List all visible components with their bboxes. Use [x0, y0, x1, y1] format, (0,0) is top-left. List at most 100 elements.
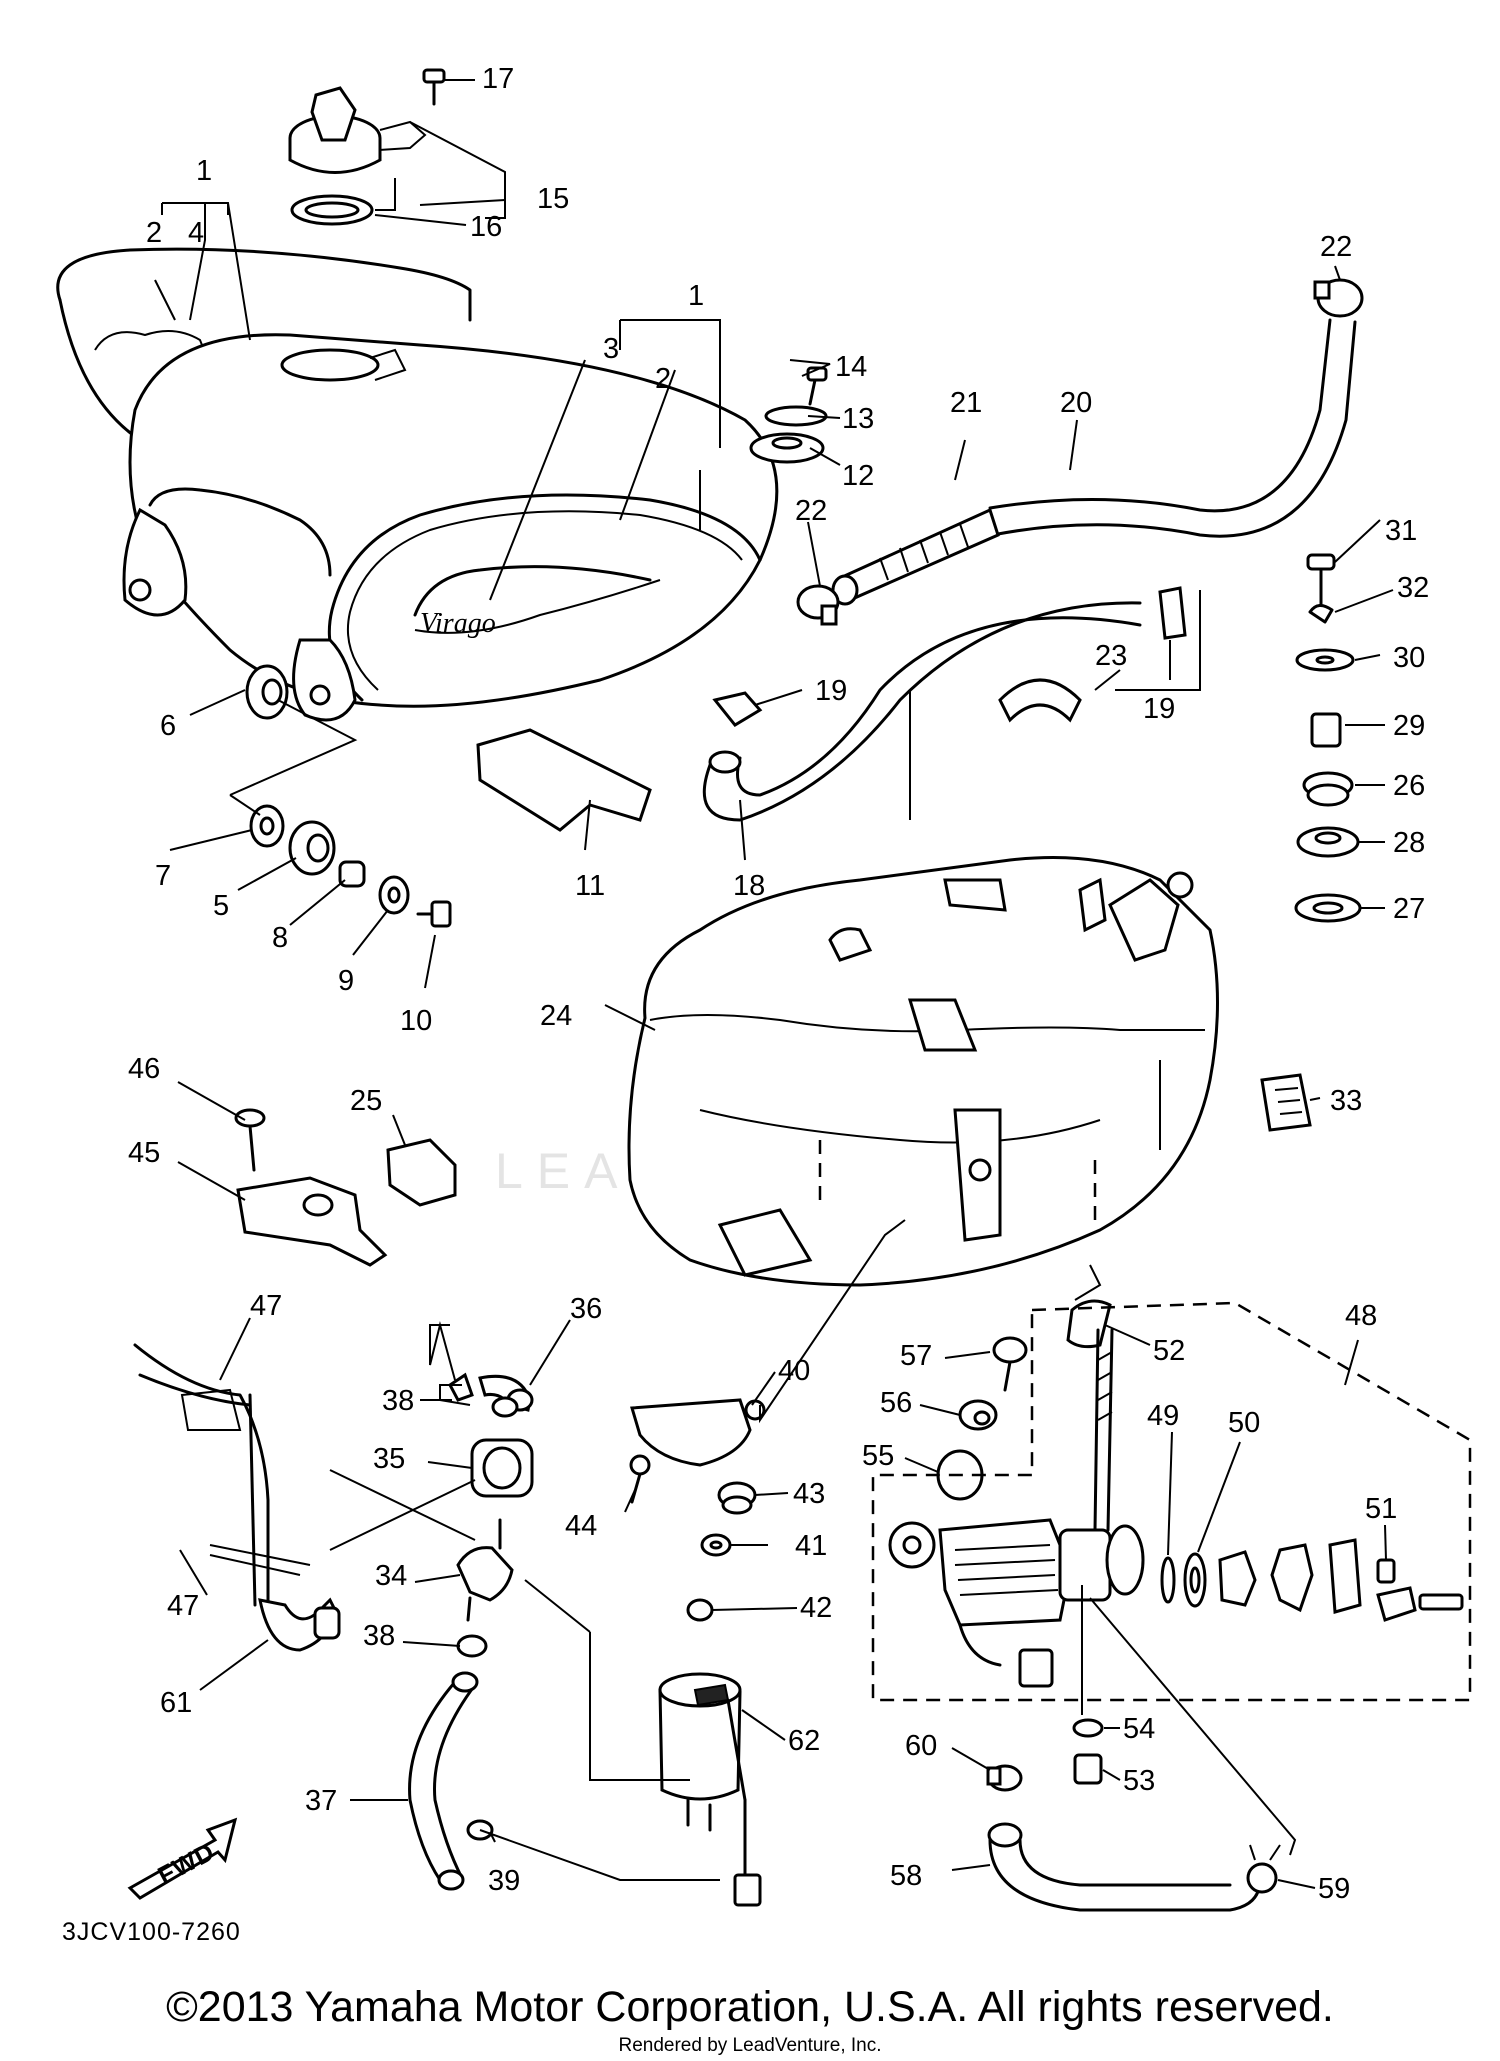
callout-9: 9 [338, 965, 354, 997]
bolt-42[interactable] [686, 1598, 714, 1622]
bracket-45[interactable] [236, 1176, 388, 1267]
grommet-12[interactable] [749, 432, 825, 464]
callout-38: 38 [363, 1620, 395, 1652]
clip-19[interactable] [712, 691, 763, 727]
washer-27[interactable] [1294, 893, 1362, 923]
callout-22: 22 [1320, 231, 1352, 263]
clamp-22-top[interactable] [1313, 278, 1364, 318]
damper-5[interactable] [288, 820, 336, 876]
fuel-filter-34[interactable] [456, 1518, 514, 1622]
fuel-hose-37[interactable] [408, 1671, 479, 1891]
washer-30[interactable] [1295, 648, 1355, 672]
callout-18: 18 [733, 870, 765, 902]
cap-gasket[interactable] [290, 194, 374, 226]
bolt-10[interactable] [416, 900, 452, 928]
callout-4: 4 [188, 217, 204, 249]
clamp-38b[interactable] [491, 1396, 519, 1418]
bracket-11[interactable] [476, 728, 652, 832]
callout-41: 41 [795, 1530, 827, 1562]
callout-31: 31 [1385, 515, 1417, 547]
washer-54[interactable] [1072, 1718, 1104, 1738]
callout-55: 55 [862, 1440, 894, 1472]
packing-50[interactable] [1183, 1552, 1207, 1608]
copyright-notice: ©2013 Yamaha Motor Corporation, U.S.A. A… [166, 1983, 1334, 2031]
fuel-cock-48[interactable] [888, 1328, 1145, 1688]
callout-27: 27 [1393, 893, 1425, 925]
callout-labels: 1 2 4 17 15 16 1 3 2 14 13 12 22 21 20 2… [128, 63, 1429, 1905]
tank-side-emblem: Virago [413, 565, 661, 639]
callout-42: 42 [800, 1592, 832, 1624]
callout-24: 24 [540, 1000, 572, 1032]
screw-51[interactable] [1376, 1558, 1396, 1584]
callout-28: 28 [1393, 827, 1425, 859]
collar-8[interactable] [338, 860, 366, 888]
breather-hose-20[interactable] [988, 318, 1357, 538]
callout-29: 29 [1393, 710, 1425, 742]
fwd-badge-text: FWD [153, 1837, 219, 1890]
callout-49: 49 [1147, 1400, 1179, 1432]
fuel-cap[interactable] [288, 86, 427, 174]
bolt-46[interactable] [234, 1108, 266, 1172]
callout-54: 54 [1123, 1713, 1155, 1745]
washer-13[interactable] [764, 405, 828, 427]
screw-44[interactable] [629, 1454, 651, 1504]
callout-53: 53 [1123, 1765, 1155, 1797]
callout-25: 25 [350, 1085, 382, 1117]
callout-8: 8 [272, 922, 288, 954]
collar-41[interactable] [700, 1533, 732, 1557]
callout-35: 35 [373, 1443, 405, 1475]
callout-52: 52 [1153, 1335, 1185, 1367]
clip-19b[interactable] [1158, 586, 1187, 640]
callout-16: 16 [470, 211, 502, 243]
callout-12: 12 [842, 460, 874, 492]
damper-6[interactable] [245, 664, 289, 720]
holder-25[interactable] [386, 1138, 457, 1207]
clip-60[interactable] [986, 1764, 1023, 1792]
collar-29[interactable] [1310, 712, 1342, 748]
callout-11: 11 [575, 870, 605, 902]
bolt-14[interactable] [806, 366, 828, 406]
callout-17: 17 [482, 63, 514, 95]
hose-21[interactable] [831, 507, 1000, 606]
bolt-31[interactable] [1306, 553, 1336, 607]
callout-50: 50 [1228, 1407, 1260, 1439]
wire-harness[interactable] [133, 1343, 341, 1652]
callout-51: 51 [1365, 1493, 1397, 1525]
hose-58[interactable] [987, 1822, 1262, 1912]
clip-33[interactable] [1260, 1073, 1312, 1132]
callout-46: 46 [128, 1053, 160, 1085]
clamp-38-lower[interactable] [456, 1634, 488, 1658]
svg-text:Virago: Virago [420, 608, 496, 639]
gasket-52[interactable] [1066, 1299, 1112, 1349]
o-ring-49[interactable] [1160, 1556, 1176, 1604]
callout-20: 20 [1060, 387, 1092, 419]
clamp-40[interactable] [630, 1398, 766, 1467]
fuel-tank-cover[interactable] [122, 333, 779, 722]
lock-washer-32[interactable] [1308, 604, 1334, 624]
bolt-57[interactable] [992, 1336, 1028, 1392]
grommet-26[interactable] [1302, 771, 1354, 807]
callout-38: 38 [382, 1385, 414, 1417]
clamp-59[interactable] [1246, 1844, 1281, 1894]
washer-9[interactable] [378, 875, 410, 915]
bolt-53[interactable] [1073, 1753, 1103, 1785]
callout-59: 59 [1318, 1873, 1350, 1905]
hose-18[interactable] [702, 601, 1142, 822]
fwd-arrow-icon [127, 1817, 238, 1900]
drawing-code: 3JCV100-7260 [62, 1918, 241, 1946]
callout-39: 39 [488, 1865, 520, 1897]
lever-parts[interactable] [1218, 1538, 1464, 1622]
clamp-38a[interactable] [448, 1372, 474, 1402]
callout-60: 60 [905, 1730, 937, 1762]
clamp-22[interactable] [796, 584, 840, 626]
grommet-56[interactable] [958, 1399, 998, 1431]
grommet-43[interactable] [717, 1481, 757, 1515]
leader-lines [154, 79, 1394, 1889]
fuel-pump-62[interactable] [658, 1672, 762, 1907]
holder-35[interactable] [470, 1438, 534, 1498]
grommet-28[interactable] [1296, 826, 1360, 858]
fuel-tank[interactable] [627, 856, 1219, 1287]
cap-screw[interactable] [422, 68, 446, 106]
washer-7[interactable] [249, 804, 285, 848]
band-23[interactable] [998, 678, 1082, 723]
